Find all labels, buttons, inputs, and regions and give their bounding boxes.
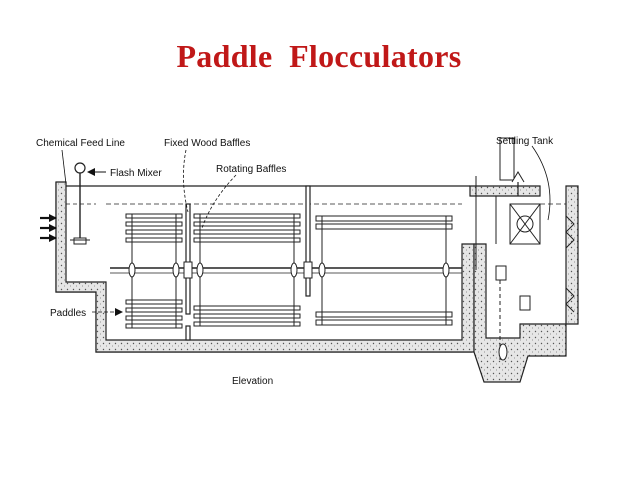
label-chemical-feed-line: Chemical Feed Line	[36, 138, 125, 149]
label-settling-tank: Settling Tank	[496, 136, 554, 147]
drive-shaft	[110, 267, 462, 274]
flash-mixer	[70, 162, 90, 245]
label-paddles: Paddles	[50, 308, 86, 319]
label-flash-mixer: Flash Mixer	[110, 168, 162, 179]
paddle-set-2	[193, 213, 301, 327]
concrete-basin-walls	[55, 181, 579, 383]
fixed-wood-baffles	[185, 185, 311, 341]
water-level-lines	[66, 185, 566, 205]
label-fixed-wood-baffles: Fixed Wood Baffles	[164, 138, 250, 149]
slide-title: Paddle Flocculators	[176, 38, 462, 74]
inlet-arrows	[40, 214, 57, 242]
settling-tank	[475, 137, 575, 361]
paddle-set-3	[315, 215, 453, 326]
label-rotating-baffles: Rotating Baffles	[216, 164, 286, 175]
label-elevation: Elevation	[232, 376, 273, 387]
label-leaders	[61, 145, 551, 316]
shaft-bearings	[128, 261, 450, 279]
paddle-set-1	[125, 213, 183, 329]
